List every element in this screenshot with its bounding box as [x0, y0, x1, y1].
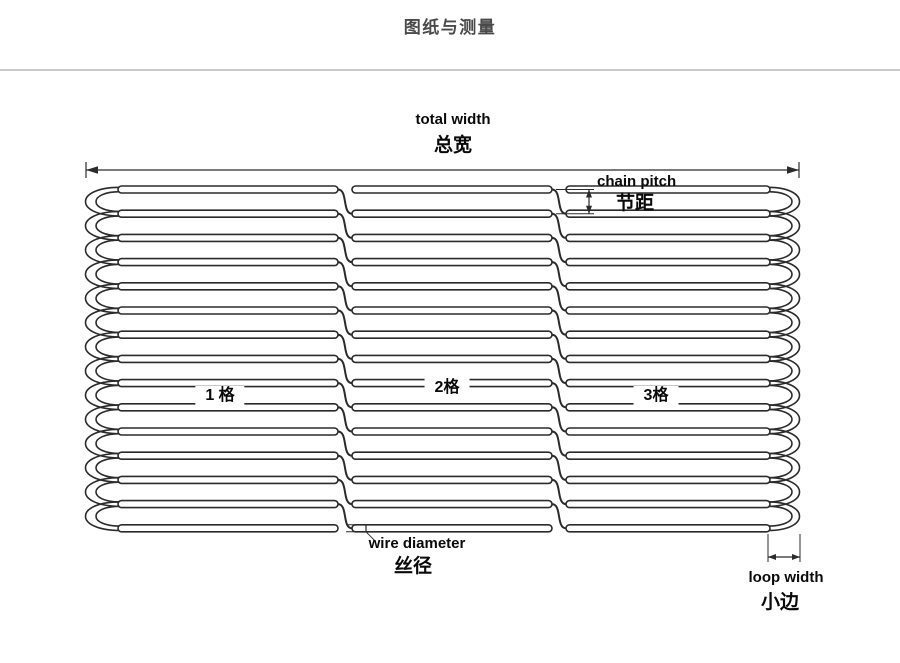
- wire-diameter-label-zh: 丝径: [393, 556, 433, 577]
- total-width-label-zh: 总宽: [433, 135, 473, 156]
- wire-diameter-label-en: wire diameter: [368, 535, 466, 552]
- header-divider: [0, 69, 900, 71]
- section-1-label: 1 格: [195, 386, 245, 406]
- chain-pitch-label-zh: 节距: [616, 193, 655, 214]
- section-3-label: 3格: [633, 386, 679, 406]
- page-title: 图纸与测量: [403, 18, 497, 37]
- total-width-label-en: total width: [415, 111, 491, 128]
- loop-width-label-en: loop width: [748, 569, 824, 586]
- loop-width-label-zh: 小边: [760, 592, 800, 613]
- chain-pitch-label-en: chain pitch: [597, 173, 677, 190]
- section-2-label: 2格: [424, 378, 470, 398]
